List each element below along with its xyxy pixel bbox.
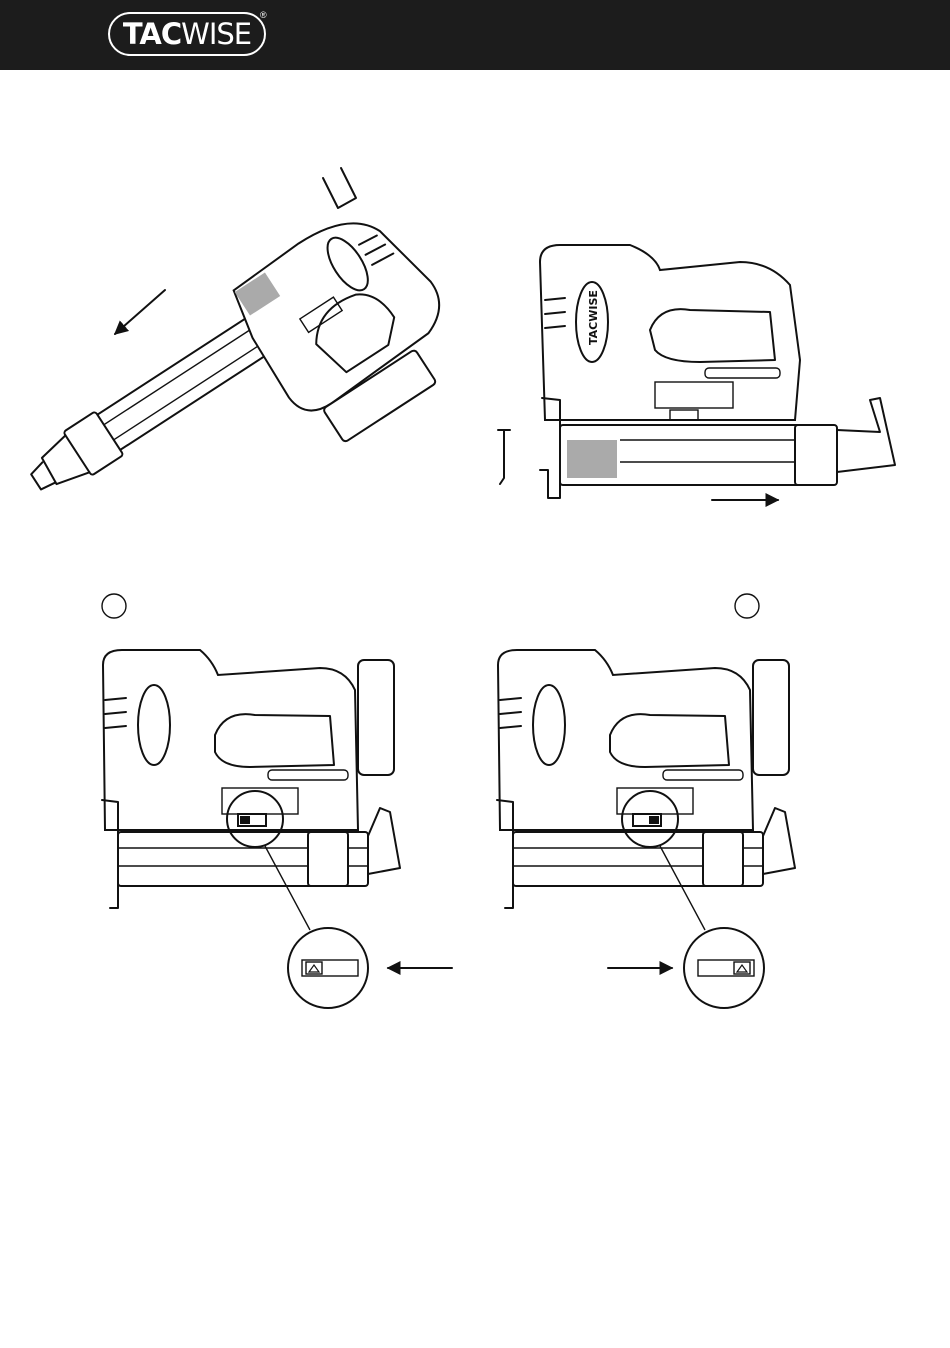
figure-switch-right <box>497 650 795 1008</box>
staple-shape <box>323 168 356 208</box>
figure-marker-right <box>735 594 759 618</box>
figure-load-staples <box>5 168 479 595</box>
logo-text-light: WISE <box>181 17 251 51</box>
logo-text-bold: TAC <box>123 17 181 51</box>
figure-switch-left <box>102 650 452 1008</box>
page-header: TACWISE ® <box>0 0 950 70</box>
tool-badge-text: TACWISE <box>587 290 600 345</box>
figure-load-nails: TACWISE <box>498 245 895 500</box>
arrow-down-left-icon <box>115 290 165 334</box>
registered-mark: ® <box>260 10 267 20</box>
nail-shape <box>498 430 510 484</box>
figure-marker-left <box>102 594 126 618</box>
tacwise-logo: TACWISE ® <box>108 12 270 58</box>
logo-text: TACWISE <box>108 12 266 56</box>
instruction-illustrations: TACWISE <box>0 70 950 1348</box>
